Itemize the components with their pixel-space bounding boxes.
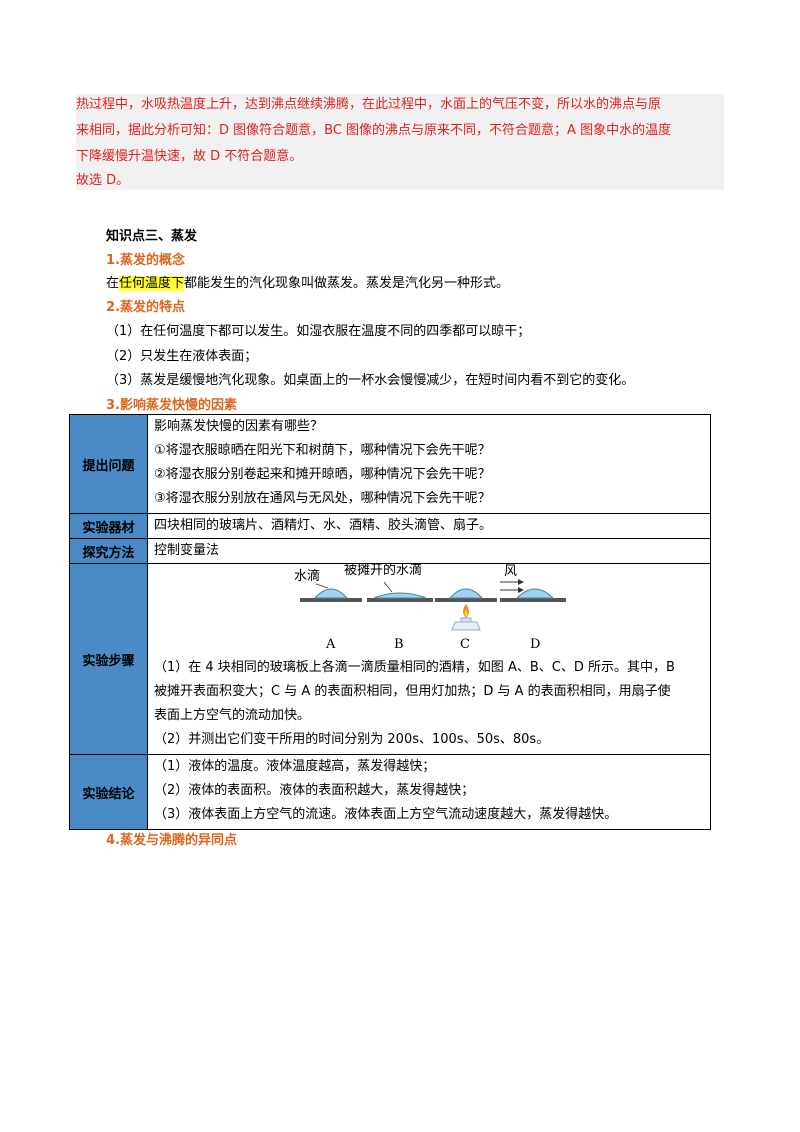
label-conclusion: 实验结论 <box>69 754 148 830</box>
conclusion-line: （2）液体的表面积。液体的表面积越大，蒸发得越快； <box>154 783 475 798</box>
cell-equipment: 四块相同的玻璃片、酒精灯、水、酒精、胶头滴管、扇子。 <box>147 513 711 539</box>
section-heading-concept: 1.蒸发的概念 <box>106 253 185 268</box>
section-heading-factors: 3.影响蒸发快慢的因素 <box>106 398 237 413</box>
label-water-drop: 水滴 <box>294 568 320 584</box>
cell-method: 控制变量法 <box>147 538 711 564</box>
panel-label-d: D <box>530 637 540 652</box>
question-line: ③将湿衣服分别放在通风与无风处，哪种情况下会先干呢？ <box>154 491 491 506</box>
answer-explanation-box <box>76 94 724 190</box>
section-heading-features: 2.蒸发的特点 <box>106 300 185 315</box>
alcohol-lamp-icon <box>451 621 481 631</box>
section-heading-comparison: 4.蒸发与沸腾的异同点 <box>106 833 237 848</box>
steps-line: （1）在 4 块相同的玻璃板上各滴一滴质量相同的酒精，如图 A、B、C、D 所示… <box>154 660 675 675</box>
cell-conclusion: （1）液体的温度。液体温度越高，蒸发得越快； （2）液体的表面积。液体的表面积越… <box>147 754 711 830</box>
burner-wick-icon <box>460 617 472 623</box>
answer-line-2: 来相同，据此分析可知：D 图像符合题意，BC 图像的沸点与原来不同，不符合题意；… <box>76 123 672 138</box>
water-drop-c <box>448 588 484 599</box>
method-text: 控制变量法 <box>154 543 220 558</box>
feature-item-2: （2）只发生在液体表面； <box>106 349 258 364</box>
table-row-conclusion: 实验结论 （1）液体的温度。液体温度越高，蒸发得越快； （2）液体的表面积。液体… <box>69 754 711 830</box>
question-line: ①将湿衣服晾晒在阳光下和树荫下，哪种情况下会先干呢？ <box>154 443 491 458</box>
table-row-equipment: 实验器材 四块相同的玻璃片、酒精灯、水、酒精、胶头滴管、扇子。 <box>69 513 711 539</box>
panel-label-c: C <box>460 637 470 652</box>
label-steps: 实验步骤 <box>69 563 148 755</box>
cell-steps: 水滴 被摊开的水滴 风 <box>147 563 711 755</box>
panel-label-a: A <box>325 637 336 652</box>
answer-line-3: 下降缓慢升温快速，故 D 不符合题意。 <box>76 149 303 164</box>
wind-arrows-icon <box>500 579 524 593</box>
question-line: ②将湿衣服分别卷起来和摊开晾晒，哪种情况下会先干呢？ <box>154 467 491 482</box>
definition-rest: 都能发生的汽化现象叫做蒸发。蒸发是汽化另一种形式。 <box>184 276 510 291</box>
evaporation-definition: 在任何温度下都能发生的汽化现象叫做蒸发。蒸发是汽化另一种形式。 <box>106 272 509 291</box>
flame-core-icon <box>464 609 468 617</box>
panel-label-b: B <box>394 637 404 652</box>
evaporation-diagram: 水滴 被摊开的水滴 风 <box>148 564 710 656</box>
glass-plate-d <box>500 598 566 602</box>
steps-line: （2）并测出它们变干所用的时间分别为 200s、100s、50s、80s。 <box>154 732 550 747</box>
answer-line-4: 故选 D。 <box>76 173 130 188</box>
water-drop-a <box>313 588 349 599</box>
cell-question: 影响蒸发快慢的因素有哪些？ ①将湿衣服晾晒在阳光下和树荫下，哪种情况下会先干呢？… <box>147 414 711 514</box>
table-row-question: 提出问题 影响蒸发快慢的因素有哪些？ ①将湿衣服晾晒在阳光下和树荫下，哪种情况下… <box>69 414 711 514</box>
definition-highlight: 任何温度下 <box>119 276 185 291</box>
evaporation-diagram-svg: 水滴 被摊开的水滴 风 <box>294 564 566 652</box>
label-method: 探究方法 <box>69 538 148 564</box>
label-question: 提出问题 <box>69 414 148 514</box>
steps-line: 表面上方空气的流动加快。 <box>154 708 311 723</box>
spread-drop-b <box>373 592 427 599</box>
glass-plate-c <box>435 598 497 602</box>
answer-line-1: 热过程中，水吸热温度上升，达到沸点继续沸腾，在此过程中，水面上的气压不变，所以水… <box>76 97 662 112</box>
glass-plate-b <box>367 598 433 602</box>
glass-plate-a <box>300 598 362 602</box>
question-line: 影响蒸发快慢的因素有哪些？ <box>154 419 324 434</box>
conclusion-line: （3）液体表面上方空气的流速。液体表面上方空气流动速度越大，蒸发得越快。 <box>154 807 618 822</box>
conclusion-line: （1）液体的温度。液体温度越高，蒸发得越快； <box>154 759 436 774</box>
pointer-line-b <box>383 581 393 593</box>
steps-line: 被摊开表面积变大；C 与 A 的表面积相同，但用灯加热；D 与 A 的表面积相同… <box>154 684 671 699</box>
definition-prefix: 在 <box>106 276 120 291</box>
equipment-text: 四块相同的玻璃片、酒精灯、水、酒精、胶头滴管、扇子。 <box>154 518 493 533</box>
label-equipment: 实验器材 <box>69 513 148 539</box>
table-row-method: 探究方法 控制变量法 <box>69 538 711 564</box>
water-drop-d <box>515 588 555 599</box>
experiment-table: 提出问题 影响蒸发快慢的因素有哪些？ ①将湿衣服晾晒在阳光下和树荫下，哪种情况下… <box>69 414 711 830</box>
knowledge-point-title: 知识点三、蒸发 <box>106 229 198 244</box>
feature-item-1: （1）在任何温度下都可以发生。如湿衣服在温度不同的四季都可以晾干； <box>106 324 531 339</box>
table-row-steps: 实验步骤 水滴 被摊开的水滴 <box>69 563 711 755</box>
label-wind: 风 <box>504 564 517 579</box>
feature-item-3: （3）蒸发是缓慢地汽化现象。如桌面上的一杯水会慢慢减少，在短时间内看不到它的变化… <box>106 373 635 388</box>
label-spread-drop: 被摊开的水滴 <box>344 564 422 578</box>
pointer-line-a <box>315 583 329 589</box>
